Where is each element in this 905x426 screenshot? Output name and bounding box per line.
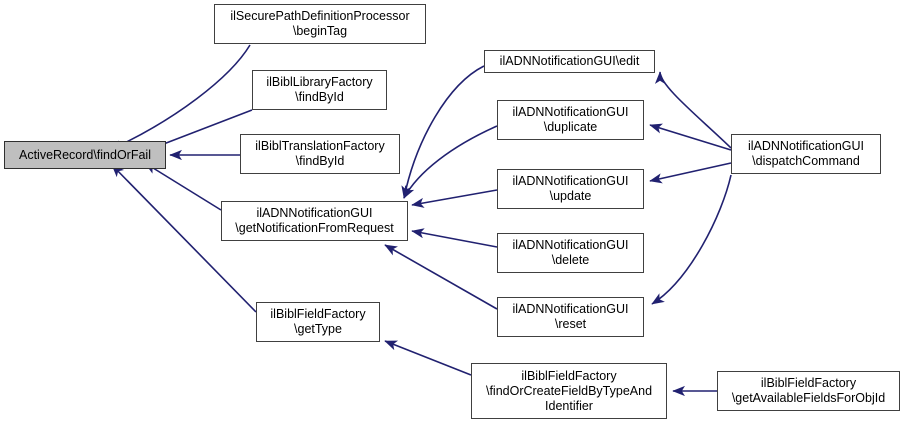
edge-dispatchCommand-to-reset: [651, 174, 732, 305]
node-label-getNotificationFromRequest: ilADNNotificationGUI \getNotificationFro…: [235, 206, 394, 235]
node-edit[interactable]: ilADNNotificationGUI\edit: [484, 50, 655, 73]
node-label-dispatchCommand: ilADNNotificationGUI \dispatchCommand: [747, 139, 864, 168]
node-duplicate[interactable]: ilADNNotificationGUI \duplicate: [497, 100, 644, 140]
node-label-duplicate: ilADNNotificationGUI \duplicate: [512, 105, 629, 134]
edge-findOrCreateFieldByTypeAndIdentifier-to-getType: [384, 340, 472, 376]
edge-dispatchCommand-to-update: [649, 162, 732, 184]
node-libraryFindById[interactable]: ilBiblLibraryFactory \findById: [252, 70, 387, 110]
node-label-translationFindById: ilBiblTranslationFactory \findById: [255, 139, 385, 168]
node-getAvailableFieldsForObjId[interactable]: ilBiblFieldFactory \getAvailableFieldsFo…: [717, 371, 900, 411]
node-reset[interactable]: ilADNNotificationGUI \reset: [497, 297, 644, 337]
node-label-edit: ilADNNotificationGUI\edit: [499, 54, 640, 68]
node-label-libraryFindById: ilBiblLibraryFactory \findById: [266, 75, 373, 104]
edge-update-to-getNotificationFromRequest: [411, 189, 498, 208]
node-label-delete: ilADNNotificationGUI \delete: [512, 238, 629, 267]
node-translationFindById[interactable]: ilBiblTranslationFactory \findById: [240, 134, 400, 174]
node-label-getAvailableFieldsForObjId: ilBiblFieldFactory \getAvailableFieldsFo…: [731, 376, 886, 405]
node-beginTag[interactable]: ilSecurePathDefinitionProcessor \beginTa…: [214, 4, 426, 44]
edge-paths: [109, 44, 732, 397]
edge-beginTag-to-findOrFail: [109, 44, 251, 151]
node-dispatchCommand[interactable]: ilADNNotificationGUI \dispatchCommand: [731, 134, 881, 174]
edge-delete-to-getNotificationFromRequest: [411, 228, 498, 248]
node-findOrFail[interactable]: ActiveRecord\findOrFail: [4, 141, 166, 169]
node-delete[interactable]: ilADNNotificationGUI \delete: [497, 233, 644, 273]
node-label-reset: ilADNNotificationGUI \reset: [512, 302, 629, 331]
node-label-findOrFail: ActiveRecord\findOrFail: [19, 147, 151, 162]
edge-reset-to-getNotificationFromRequest: [384, 244, 498, 310]
node-update[interactable]: ilADNNotificationGUI \update: [497, 169, 644, 209]
node-label-getType: ilBiblFieldFactory \getType: [270, 307, 366, 336]
edge-getNotificationFromRequest-to-findOrFail: [144, 162, 222, 211]
edge-edit-to-getNotificationFromRequest: [401, 65, 485, 199]
node-getType[interactable]: ilBiblFieldFactory \getType: [256, 302, 380, 342]
node-getNotificationFromRequest[interactable]: ilADNNotificationGUI \getNotificationFro…: [221, 201, 408, 241]
node-label-findOrCreateFieldByTypeAndIdentifier: ilBiblFieldFactory \findOrCreateFieldByT…: [485, 368, 653, 413]
edge-dispatchCommand-to-edit: [654, 71, 732, 149]
node-label-beginTag: ilSecurePathDefinitionProcessor \beginTa…: [230, 9, 410, 38]
edge-duplicate-to-getNotificationFromRequest: [403, 125, 498, 199]
node-findOrCreateFieldByTypeAndIdentifier[interactable]: ilBiblFieldFactory \findOrCreateFieldByT…: [471, 363, 667, 419]
edge-dispatchCommand-to-duplicate: [649, 123, 732, 151]
node-label-update: ilADNNotificationGUI \update: [512, 174, 629, 203]
